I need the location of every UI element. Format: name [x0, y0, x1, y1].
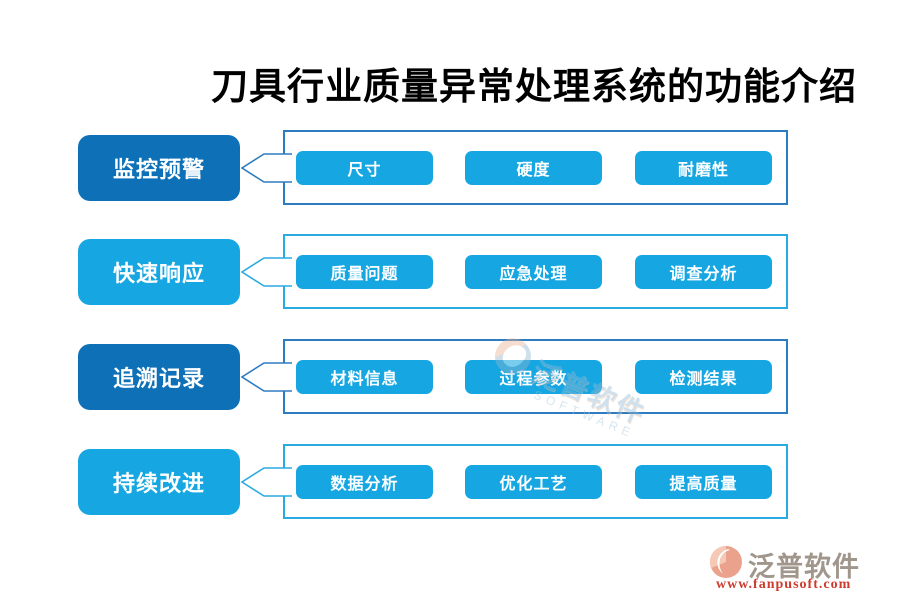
- items-panel-traceability: 材料信息 过程参数 检测结果: [283, 339, 788, 414]
- page-title: 刀具行业质量异常处理系统的功能介绍: [211, 67, 857, 108]
- footer-brand-text: 泛普软件: [748, 552, 860, 582]
- item-chip[interactable]: 尺寸: [296, 151, 433, 185]
- item-chip[interactable]: 优化工艺: [465, 465, 602, 499]
- item-chip[interactable]: 数据分析: [296, 465, 433, 499]
- left-arrow-icon: [240, 153, 292, 183]
- item-chip[interactable]: 硬度: [465, 151, 602, 185]
- fanpu-logo-icon: [709, 545, 742, 578]
- items-panel-response: 质量问题 应急处理 调查分析: [283, 234, 788, 309]
- item-chip[interactable]: 耐磨性: [635, 151, 772, 185]
- items-panel-monitoring: 尺寸 硬度 耐磨性: [283, 130, 788, 205]
- stage-button-improvement[interactable]: 持续改进: [78, 449, 240, 515]
- stage-button-monitoring[interactable]: 监控预警: [78, 135, 240, 201]
- item-chip[interactable]: 材料信息: [296, 360, 433, 394]
- item-chip[interactable]: 提高质量: [635, 465, 772, 499]
- item-chip[interactable]: 应急处理: [465, 255, 602, 289]
- left-arrow-icon: [240, 257, 292, 287]
- item-chip[interactable]: 检测结果: [635, 360, 772, 394]
- stage-button-response[interactable]: 快速响应: [78, 239, 240, 305]
- item-chip[interactable]: 质量问题: [296, 255, 433, 289]
- left-arrow-icon: [240, 467, 292, 497]
- item-chip[interactable]: 调查分析: [635, 255, 772, 289]
- left-arrow-icon: [240, 362, 292, 392]
- footer-url[interactable]: www.fanpusoft.com: [716, 577, 852, 592]
- footer-brand-block: 泛普软件 www.fanpusoft.com: [708, 543, 888, 595]
- items-panel-improvement: 数据分析 优化工艺 提高质量: [283, 444, 788, 519]
- item-chip[interactable]: 过程参数: [465, 360, 602, 394]
- stage-button-traceability[interactable]: 追溯记录: [78, 344, 240, 410]
